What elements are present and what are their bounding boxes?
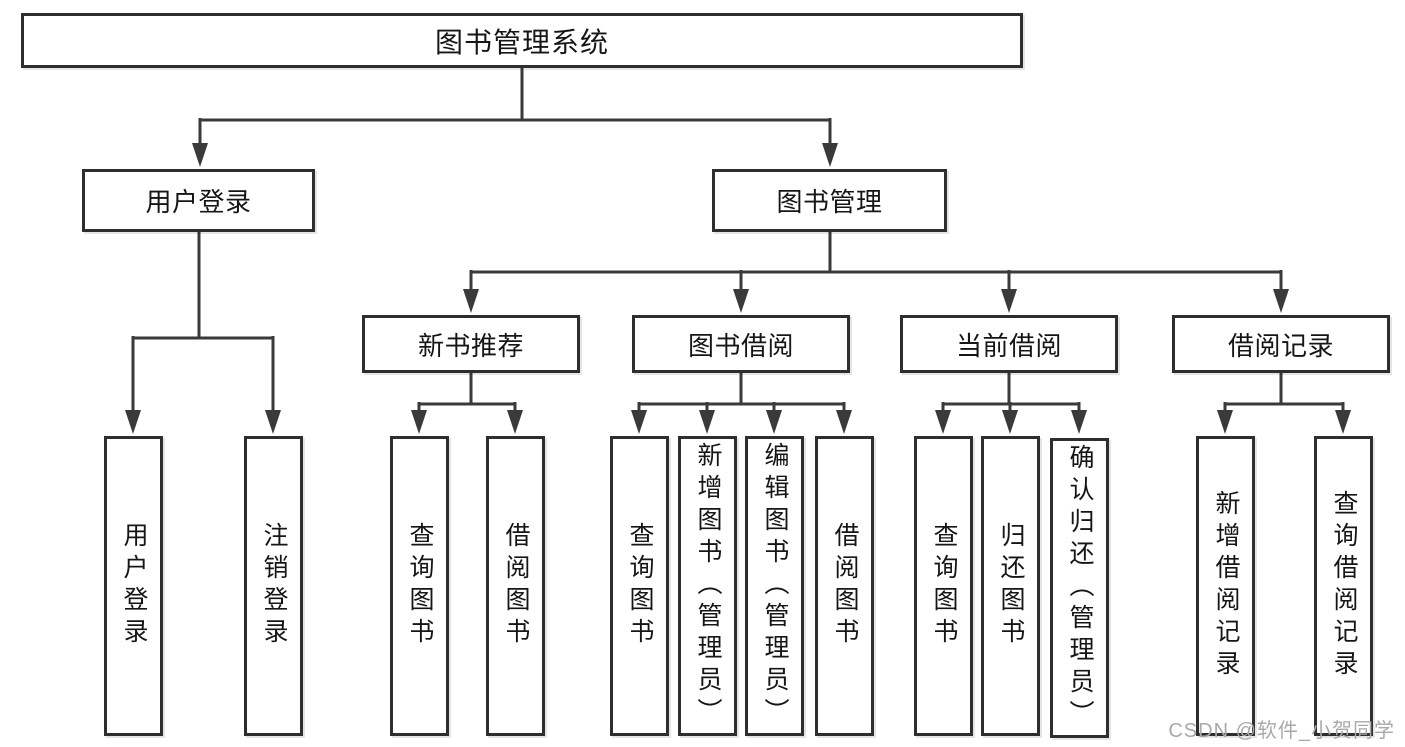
leaf-query-books-recommend: 查询图书: [390, 436, 449, 736]
leaf-label: 查询借阅记录: [1330, 490, 1358, 682]
leaf-label: 注销登录: [260, 522, 288, 650]
node-book-management: 图书管理: [712, 169, 947, 232]
connector-root-to-level1: [192, 68, 838, 167]
connector-book-borrow-to-leaves: [631, 373, 852, 434]
connector-book-management-to-level2: [463, 232, 1289, 313]
leaf-user-login: 用户登录: [104, 436, 163, 736]
node-root-system: 图书管理系统: [21, 13, 1023, 68]
leaf-query-books-current: 查询图书: [914, 436, 973, 736]
leaf-label: 查询图书: [930, 522, 958, 650]
node-label: 图书借阅: [687, 330, 794, 361]
node-label: 借阅记录: [1227, 330, 1334, 361]
leaf-add-books-admin: 新增图书（管理员）: [678, 436, 737, 736]
node-book-borrow: 图书借阅: [632, 315, 850, 373]
leaf-borrow-books-recommend: 借阅图书: [486, 436, 545, 736]
connector-new-book-recommend-to-leaves: [411, 373, 523, 434]
node-label: 用户登录: [145, 187, 252, 217]
csdn-watermark: CSDN @软件_小贺同学: [1168, 720, 1395, 742]
connector-borrow-records-to-leaves: [1217, 373, 1351, 434]
leaf-label: 新增借阅记录: [1212, 490, 1240, 682]
leaf-label: 编辑图书（管理员）: [761, 442, 789, 730]
leaf-label: 确认归还（管理员）: [1066, 444, 1094, 732]
node-label: 图书管理: [776, 187, 883, 217]
leaf-query-borrow-record: 查询借阅记录: [1314, 436, 1373, 736]
leaf-label: 新增图书（管理员）: [694, 442, 722, 730]
node-new-book-recommend: 新书推荐: [362, 315, 580, 373]
node-user-login-branch: 用户登录: [82, 169, 315, 232]
node-root-label: 图书管理系统: [434, 26, 609, 58]
leaf-label: 借阅图书: [831, 522, 859, 650]
leaf-logout: 注销登录: [244, 436, 303, 736]
leaf-borrow-books: 借阅图书: [815, 436, 874, 736]
leaf-query-books-borrow: 查询图书: [610, 436, 669, 736]
leaf-return-books: 归还图书: [981, 436, 1040, 736]
leaf-label: 查询图书: [406, 522, 434, 650]
leaf-add-borrow-record: 新增借阅记录: [1196, 436, 1255, 736]
leaf-confirm-return-admin: 确认归还（管理员）: [1050, 438, 1109, 738]
connector-user-login-to-leaves: [125, 232, 281, 434]
leaf-label: 借阅图书: [502, 522, 530, 650]
node-label: 当前借阅: [955, 330, 1062, 361]
leaf-label: 查询图书: [626, 522, 654, 650]
leaf-label: 用户登录: [120, 522, 148, 650]
leaf-label: 归还图书: [997, 522, 1025, 650]
node-current-borrow: 当前借阅: [900, 315, 1118, 373]
connector-current-borrow-to-leaves: [935, 373, 1087, 434]
node-borrow-records: 借阅记录: [1172, 315, 1390, 373]
leaf-edit-books-admin: 编辑图书（管理员）: [745, 436, 804, 736]
node-label: 新书推荐: [417, 330, 524, 361]
